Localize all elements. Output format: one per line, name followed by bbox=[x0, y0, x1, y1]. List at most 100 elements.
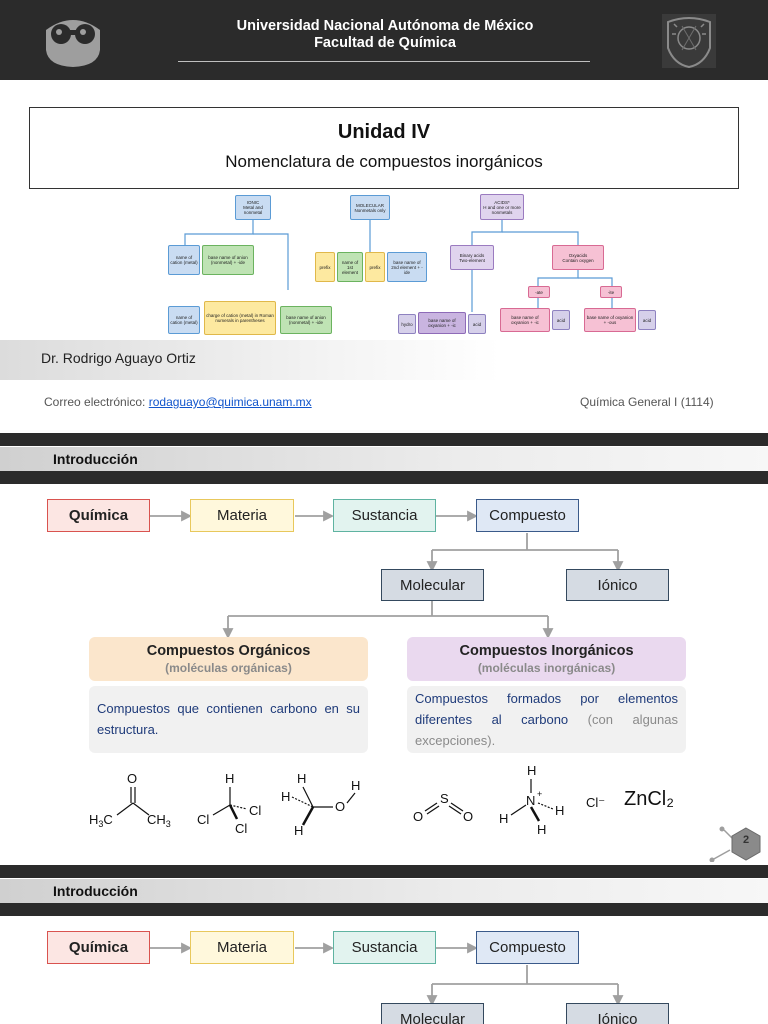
binary-base-box: base name of oxyanion + -ic bbox=[418, 312, 466, 334]
ionic-box: IONIC Metal and nonmetal bbox=[235, 195, 271, 220]
hexagon-molecule-icon bbox=[709, 826, 761, 862]
svg-text:H: H bbox=[537, 822, 546, 837]
materia-box-2: Materia bbox=[190, 931, 294, 964]
slide-separator-top-2 bbox=[0, 865, 768, 878]
second-element-box: base name of 2nd element + -ide bbox=[387, 252, 427, 282]
svg-text:H: H bbox=[555, 803, 564, 818]
ammonium-molecule: H N + H H H bbox=[499, 765, 564, 837]
author-band bbox=[0, 340, 500, 380]
acetone-molecule: O H3C CH3 bbox=[89, 771, 171, 829]
chloroform-molecule: H Cl Cl Cl bbox=[197, 771, 261, 836]
diagram-connectors bbox=[184, 220, 613, 312]
unit-title-box: Unidad IV Nomenclatura de compuestos ino… bbox=[29, 107, 739, 189]
svg-text:Cl: Cl bbox=[249, 803, 261, 818]
quimica-box-2: Química bbox=[47, 931, 150, 964]
university-heading: Universidad Nacional Autónoma de México … bbox=[200, 18, 570, 52]
sulfur-dioxide-molecule: S O O bbox=[413, 791, 473, 824]
course-code: Química General I (1114) bbox=[580, 395, 714, 409]
molecule-structures: O H3C CH3 H Cl Cl Cl H H H bbox=[89, 765, 564, 838]
ate-box: -ate bbox=[528, 286, 550, 298]
zinc-chloride: ZnCl₂ bbox=[624, 788, 674, 810]
svg-text:O: O bbox=[463, 809, 473, 824]
header-divider bbox=[178, 61, 590, 62]
svg-text:H: H bbox=[351, 778, 360, 793]
svg-text:S: S bbox=[440, 791, 449, 806]
compuesto-box: Compuesto bbox=[476, 499, 579, 532]
acid-box-2: acid bbox=[552, 310, 570, 330]
charge-roman-box: charge of cation (metal) in Roman numera… bbox=[204, 301, 276, 335]
owl-glasses-logo bbox=[46, 20, 100, 67]
inorganic-desc-note: (con algunas excepciones). bbox=[415, 712, 678, 748]
flow-arrows-2 bbox=[150, 942, 624, 1007]
slide-separator-top bbox=[0, 433, 768, 446]
svg-text:O: O bbox=[335, 799, 345, 814]
svg-text:O: O bbox=[127, 771, 137, 786]
svg-text:CH3: CH3 bbox=[147, 812, 171, 829]
oxyacids-box: Oxyacids Contain oxygen bbox=[552, 245, 604, 270]
organic-title: Compuestos Orgánicos bbox=[146, 643, 311, 659]
email-line: Correo electrónico: rodaguayo@quimica.un… bbox=[44, 395, 312, 409]
flow-arrows bbox=[150, 510, 624, 640]
oxy-ic-box: base name of oxyanion + -ic bbox=[500, 308, 550, 332]
author-name: Dr. Rodrigo Aguayo Ortiz bbox=[41, 350, 196, 366]
quimica-box: Química bbox=[47, 499, 150, 532]
organic-subtitle: (moléculas orgánicas) bbox=[165, 661, 292, 675]
acid-box-1: acid bbox=[468, 314, 486, 334]
chloride-ion: Cl⁻ bbox=[586, 795, 606, 810]
oxy-ous-box: base name of oxyanion + -ous bbox=[584, 308, 636, 332]
acid-box-3: acid bbox=[638, 310, 656, 330]
inorganic-desc-main: Compuestos formados por elementos difere… bbox=[415, 691, 678, 727]
ite-box: -ite bbox=[600, 286, 622, 298]
prefix-2-box: prefix bbox=[365, 252, 385, 282]
cation-name-box-2: name of cation (metal) bbox=[168, 306, 200, 334]
svg-text:H3C: H3C bbox=[89, 812, 113, 829]
acids-box: ACIDS* H and one or more nonmetals bbox=[480, 194, 524, 220]
svg-text:Cl: Cl bbox=[235, 821, 247, 836]
molecular-box: MOLECULAR Nonmetals only bbox=[350, 195, 390, 220]
section-band: Introducción bbox=[0, 447, 768, 471]
page-number: 2 bbox=[742, 834, 750, 846]
anion-ide-box-2: base name of anion (nonmetal) + -ide bbox=[280, 306, 332, 334]
svg-text:H: H bbox=[281, 789, 290, 804]
email-link[interactable]: rodaguayo@quimica.unam.mx bbox=[148, 395, 312, 409]
cation-name-box: name of cation (metal) bbox=[168, 245, 200, 275]
hydro-box: hydro bbox=[398, 314, 416, 334]
section-title: Introducción bbox=[53, 451, 138, 467]
ionico-box-2: Iónico bbox=[566, 1003, 669, 1024]
unit-title: Unidad IV bbox=[337, 121, 431, 143]
svg-text:H: H bbox=[297, 771, 306, 786]
university-name: Universidad Nacional Autónoma de México bbox=[236, 18, 534, 34]
materia-box: Materia bbox=[190, 499, 294, 532]
inorganic-subtitle: (moléculas inorgánicas) bbox=[477, 661, 616, 675]
prefix-1-box: prefix bbox=[315, 252, 335, 282]
svg-text:H: H bbox=[527, 765, 536, 778]
sustancia-box-2: Sustancia bbox=[333, 931, 436, 964]
svg-text:N: N bbox=[526, 793, 535, 808]
section-title-2: Introducción bbox=[53, 883, 138, 899]
inorganic-title: Compuestos Inorgánicos bbox=[459, 643, 634, 659]
unit-subtitle: Nomenclatura de compuestos inorgánicos bbox=[225, 152, 543, 171]
compuesto-box-2: Compuesto bbox=[476, 931, 579, 964]
inorganic-description: Compuestos formados por elementos difere… bbox=[407, 686, 686, 753]
organic-description: Compuestos que contienen carbono en su e… bbox=[89, 686, 368, 753]
svg-text:H: H bbox=[225, 771, 234, 786]
email-label: Correo electrónico: bbox=[44, 395, 146, 409]
section-band-underline-2 bbox=[0, 903, 768, 916]
svg-text:H: H bbox=[294, 823, 303, 838]
sustancia-box: Sustancia bbox=[333, 499, 436, 532]
molecular-box: Molecular bbox=[381, 569, 484, 601]
binary-acids-box: Binary acids Two-element bbox=[450, 245, 494, 270]
svg-text:Cl: Cl bbox=[197, 812, 209, 827]
section-band-underline bbox=[0, 471, 768, 484]
inorganic-category: Compuestos Inorgánicos (moléculas inorgá… bbox=[407, 637, 686, 681]
title-bar bbox=[0, 0, 768, 80]
anion-ide-box: base name of anion (nonmetal) + -ide bbox=[202, 245, 254, 275]
svg-text:H: H bbox=[499, 811, 508, 826]
molecular-box-2: Molecular bbox=[381, 1003, 484, 1024]
first-element-box: name of 1st element bbox=[337, 252, 363, 282]
section-band-2: Introducción bbox=[0, 879, 768, 903]
organic-category: Compuestos Orgánicos (moléculas orgánica… bbox=[89, 637, 368, 681]
svg-text:O: O bbox=[413, 809, 423, 824]
svg-text:+: + bbox=[537, 789, 542, 799]
faculty-name: Facultad de Química bbox=[314, 35, 456, 51]
